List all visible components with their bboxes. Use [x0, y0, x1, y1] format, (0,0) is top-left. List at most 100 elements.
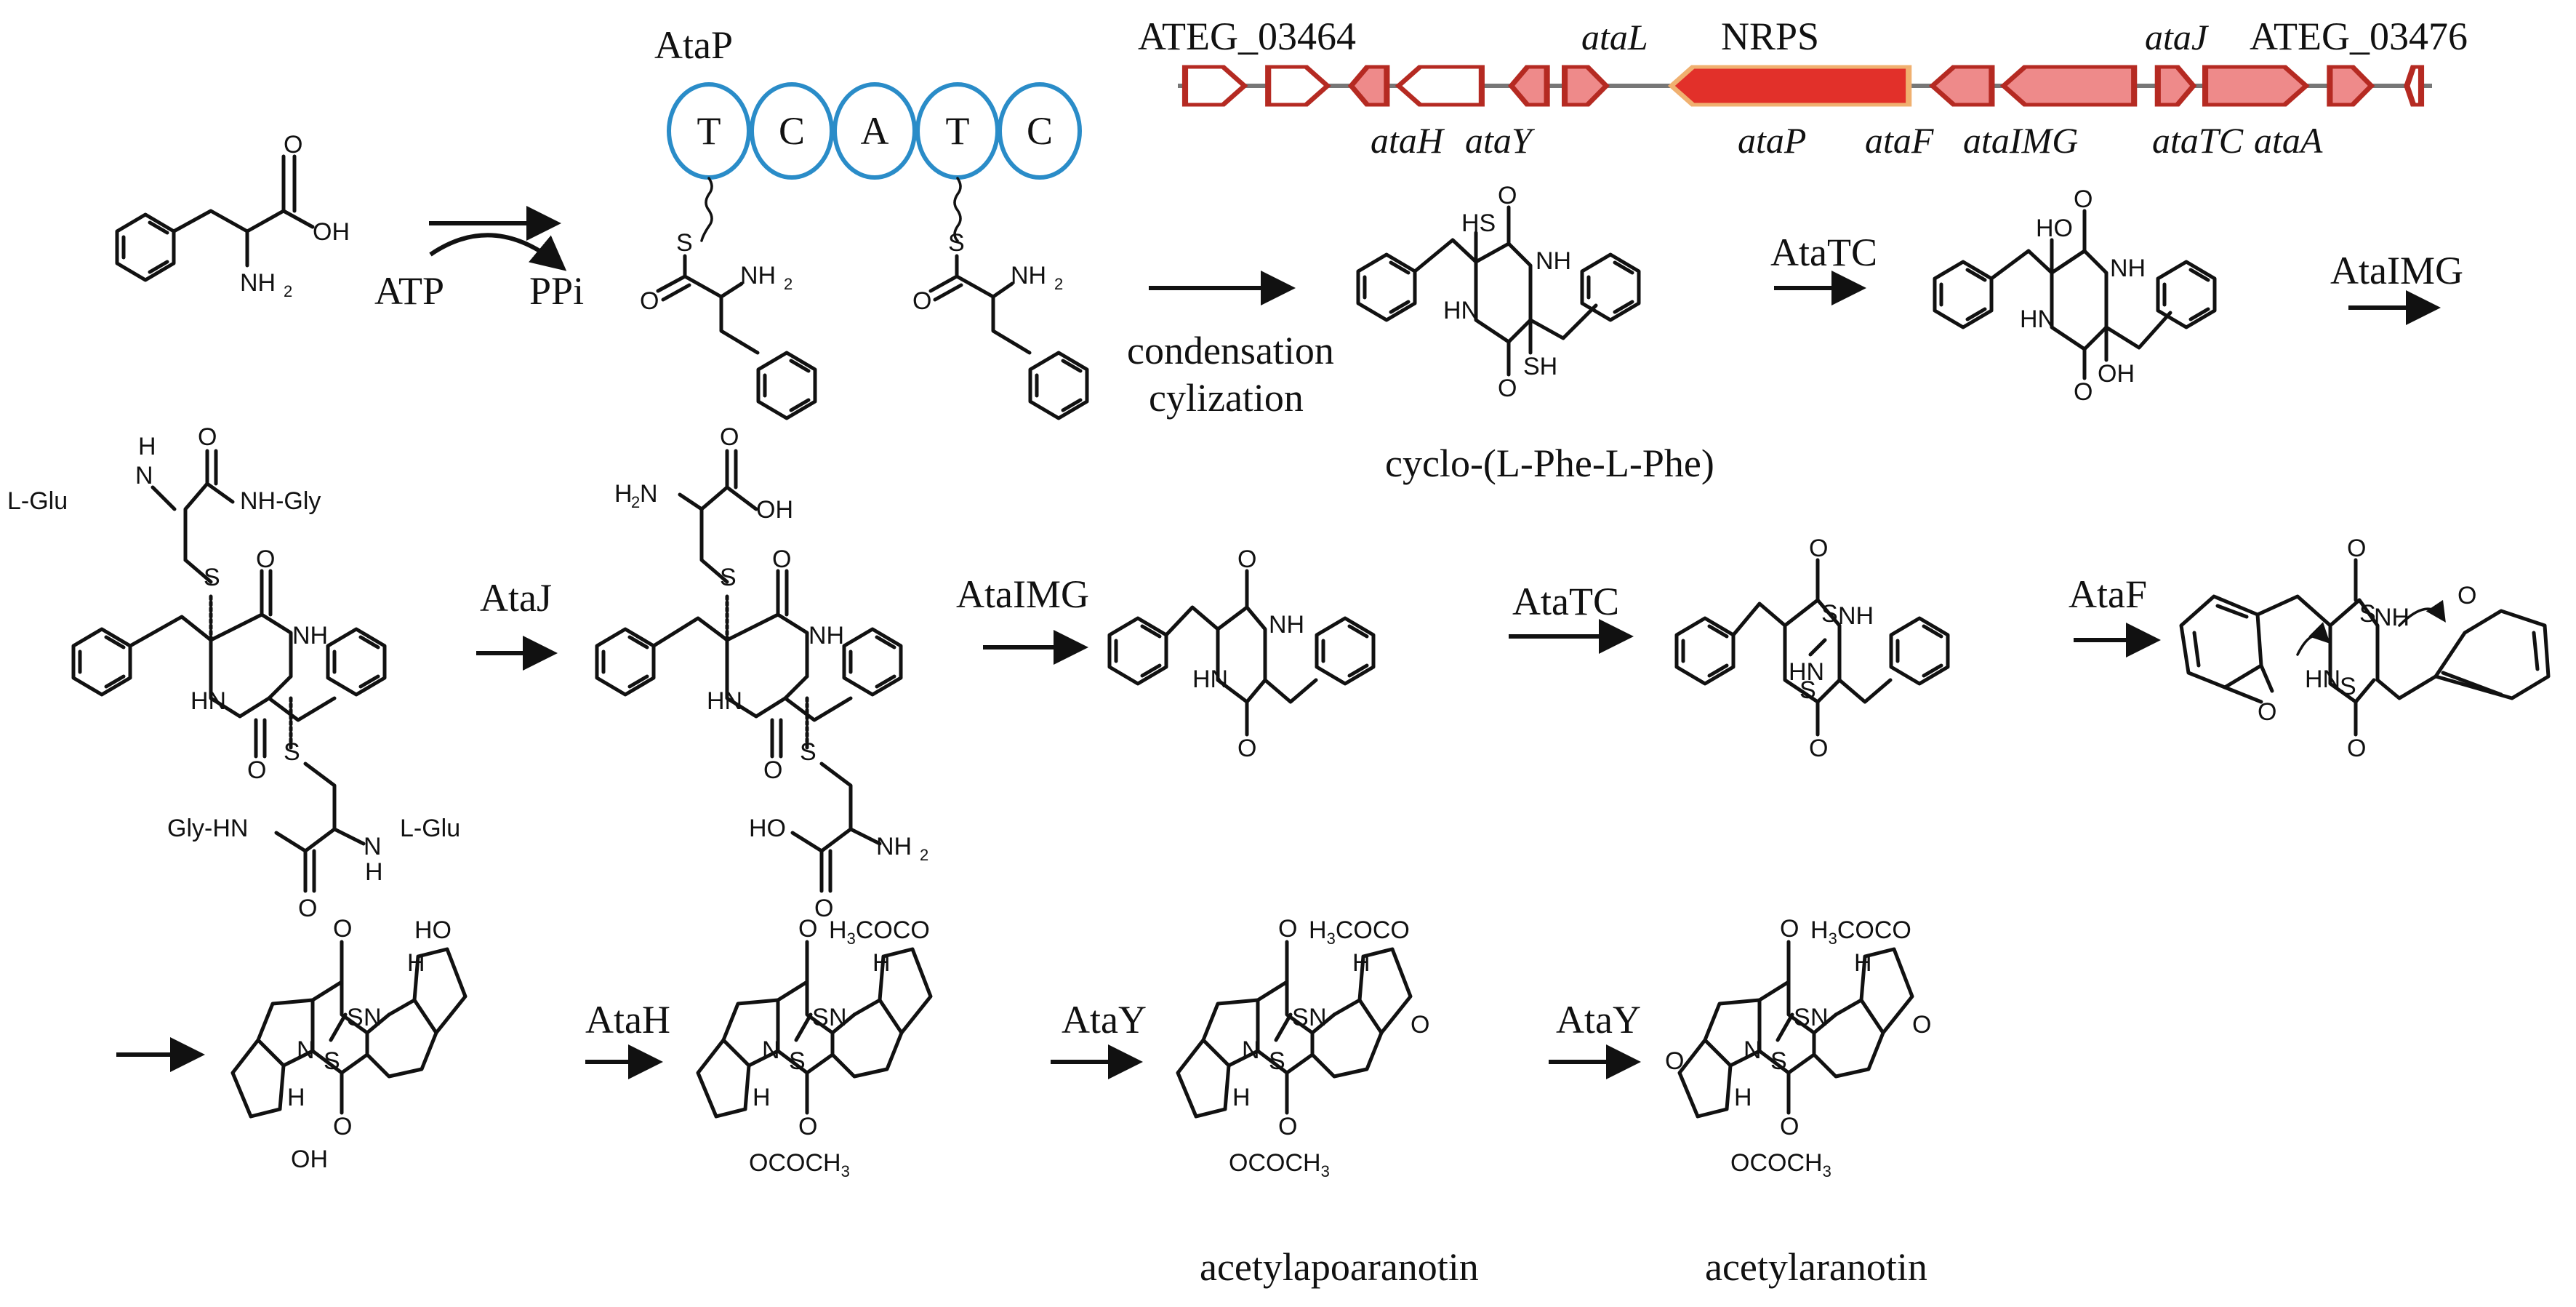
svg-text:2: 2: [1054, 275, 1063, 293]
gene-arrow-ataimg: [1999, 65, 2138, 107]
svg-text:S: S: [800, 738, 816, 766]
svg-text:O: O: [333, 915, 352, 943]
condensation-arrow: condensation cylization: [1127, 271, 1334, 420]
svg-text:OH: OH: [2098, 360, 2135, 388]
svg-text:N: N: [135, 462, 153, 489]
gene-arrow-gene-2: [1265, 65, 1331, 107]
svg-text:H: H: [1352, 949, 1371, 977]
svg-text:N: N: [1810, 1004, 1829, 1031]
svg-text:O: O: [1665, 1047, 1684, 1075]
pantetheine-arm-1: [700, 177, 713, 242]
svg-text:H: H: [1734, 1084, 1752, 1111]
svg-text:S: S: [1292, 1004, 1309, 1031]
svg-text:O: O: [298, 895, 317, 922]
svg-text:HN: HN: [190, 687, 226, 715]
svg-text:O: O: [2347, 735, 2366, 762]
svg-text:N: N: [829, 1004, 847, 1031]
svg-text:O: O: [1278, 1113, 1297, 1140]
svg-text:O: O: [720, 423, 739, 451]
svg-text:S: S: [284, 738, 300, 766]
svg-text:S: S: [2359, 600, 2376, 628]
svg-text:S: S: [1794, 1004, 1810, 1031]
svg-text:NH: NH: [1536, 247, 1571, 275]
gene-label-ataY: ataY: [1465, 120, 1536, 161]
atom-nh2: NH: [240, 269, 276, 297]
atp-label: ATP: [374, 269, 444, 313]
gene-arrow-ateg-03464: [1181, 65, 1248, 107]
svg-text:AtaIMG: AtaIMG: [2330, 249, 2463, 292]
svg-text:S: S: [1770, 1047, 1787, 1075]
svg-text:S: S: [1269, 1047, 1285, 1075]
svg-text:HO: HO: [2036, 215, 2073, 242]
svg-text:HN: HN: [2305, 666, 2340, 693]
svg-text:NH: NH: [876, 833, 912, 860]
thioester-phe-1: S O NH 2: [640, 229, 815, 418]
svg-text:OCOCH3: OCOCH3: [749, 1149, 850, 1180]
svg-text:NH: NH: [808, 622, 844, 649]
gene-label-atah: ataH: [1371, 120, 1445, 161]
atah-step-arrow: AtaH: [585, 998, 670, 1079]
nrps-module-label: T: [946, 109, 970, 153]
cylization-label: cylization: [1149, 376, 1304, 420]
gene-arrow-atatc: [2202, 65, 2310, 107]
gene-label-ataimg: ataIMG: [1963, 120, 2078, 161]
gene-arrow-atap: [1667, 65, 1912, 107]
nrps-module-c-2: [750, 82, 834, 180]
svg-text:O: O: [2258, 698, 2276, 726]
svg-text:O: O: [1278, 915, 1297, 943]
svg-text:AtaY: AtaY: [1556, 998, 1641, 1042]
svg-text:HS: HS: [1461, 209, 1496, 237]
svg-text:2: 2: [631, 493, 640, 511]
acetylaranotin-label: acetylaranotin: [1705, 1245, 1927, 1289]
svg-text:H3COCO: H3COCO: [1810, 916, 1911, 948]
svg-text:N: N: [364, 833, 382, 860]
adenylation-arrow: ATP PPi: [374, 206, 584, 313]
phenylalanine-structure: O OH NH 2: [117, 131, 350, 300]
svg-text:OH: OH: [756, 496, 793, 524]
gene-arrow-ataj: [2154, 65, 2197, 107]
svg-text:O: O: [1780, 1113, 1799, 1140]
gene-label-nrps: NRPS: [1721, 15, 1819, 58]
nrps-module-label: C: [779, 109, 805, 153]
svg-text:OH: OH: [291, 1146, 328, 1173]
svg-text:2: 2: [784, 275, 793, 293]
svg-text:AtaH: AtaH: [585, 998, 670, 1042]
svg-text:NH: NH: [2374, 604, 2410, 631]
svg-text:O: O: [1498, 182, 1517, 209]
gene-arrow-atah: [1347, 65, 1390, 107]
svg-text:O: O: [912, 287, 931, 315]
svg-text:S: S: [347, 1004, 364, 1031]
svg-text:O: O: [1498, 375, 1517, 402]
svg-text:HN: HN: [2020, 305, 2055, 333]
svg-text:AtaF: AtaF: [2069, 572, 2147, 616]
svg-text:O: O: [333, 1113, 352, 1140]
svg-text:H: H: [1232, 1084, 1251, 1111]
nrps-module-c-5: [998, 82, 1082, 180]
svg-text:O: O: [798, 1113, 817, 1140]
svg-text:NH: NH: [740, 262, 776, 289]
svg-text:L-Glu: L-Glu: [7, 487, 68, 515]
svg-text:H3COCO: H3COCO: [1309, 916, 1410, 948]
svg-text:S: S: [676, 229, 693, 257]
svg-text:S: S: [720, 564, 737, 591]
glutathione-conjugate: O H N L-Glu NH-Gly S O NH HN O S Gly-HN …: [7, 423, 460, 922]
condensation-label: condensation: [1127, 329, 1334, 372]
gene-arrow-atal: [1561, 65, 1610, 107]
svg-text:NH-Gly: NH-Gly: [240, 487, 321, 515]
svg-text:O: O: [1237, 735, 1256, 762]
svg-text:O: O: [763, 756, 782, 784]
gene-arrow-ataf: [1928, 65, 1995, 107]
svg-text:O: O: [2074, 185, 2093, 213]
svg-text:N: N: [640, 480, 658, 508]
dihydroxy-diketopiperazine: O O HO OH NH HN: [1935, 185, 2215, 406]
svg-text:O: O: [1411, 1011, 1429, 1039]
svg-text:HN: HN: [1192, 666, 1228, 693]
svg-text:H: H: [614, 480, 633, 508]
svg-text:S: S: [948, 229, 965, 257]
svg-text:2: 2: [920, 846, 928, 864]
